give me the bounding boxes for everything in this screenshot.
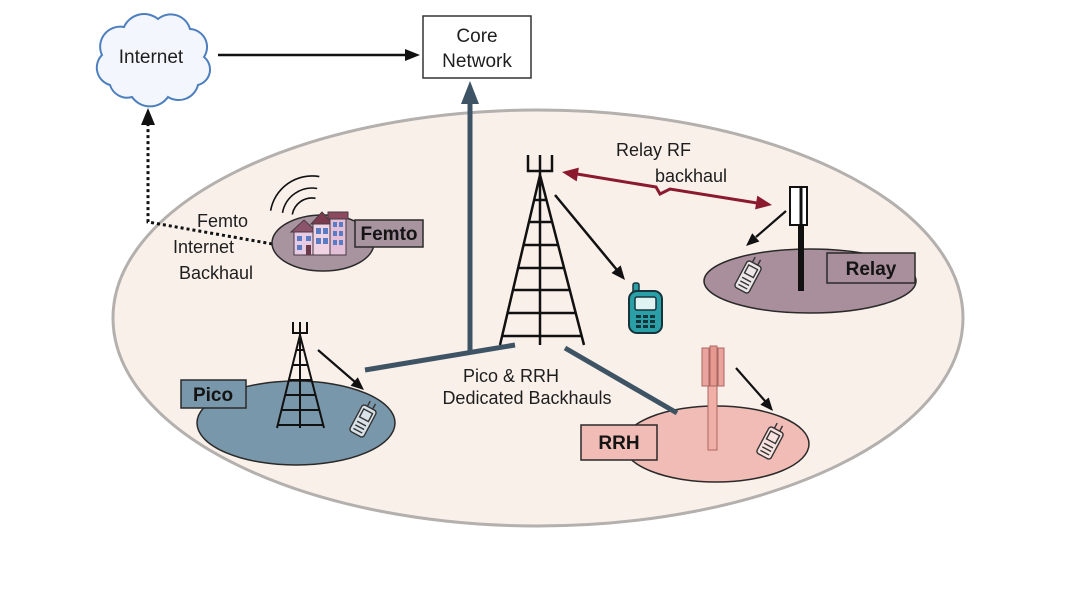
relay-backhaul-label-line2: backhaul [655,166,727,186]
pico-label: Pico [193,385,233,406]
handset-icon [756,422,784,460]
rrh-to-handset-arrow [735,367,766,402]
rrh-label-box [580,424,658,461]
internet-label: Internet [119,47,184,68]
signal-arc-middle [281,187,318,213]
pico-to-handset-arrowhead [350,377,364,390]
handset-antenna [773,422,778,429]
pico-backhaul-line [364,342,516,373]
rrh-to-handset-arrowhead [760,397,773,411]
internet-node: Internet [95,13,211,108]
relay-antenna-icon [789,186,808,291]
relay-rf-backhaul-line [576,172,758,205]
handset-icon [734,256,762,294]
signal-arc-outer [269,175,320,211]
macro-tower-legs [498,174,586,346]
femto-internet-backhaul-arrowhead [141,108,155,125]
handset-antenna [757,259,762,266]
handset-body [349,404,377,438]
handset-body [756,426,784,460]
core-network-label-line1: Core [456,26,497,47]
core-network-box [422,15,532,79]
house-wall-right [329,217,347,256]
handset-screen [634,296,657,311]
rrh-antenna-panel [709,345,718,387]
house-door [306,245,311,255]
relay-rf-backhaul-arrowhead-start [562,167,579,182]
handset-screen [765,429,781,445]
handset-antenna [751,256,756,263]
handset-screen [743,263,759,279]
pico-to-handset-arrow [317,349,356,383]
handset-keypad [738,276,752,290]
pico-tower-antenna [292,322,308,335]
rrh-label: RRH [598,433,639,454]
handset-keypad [353,420,367,434]
internet-to-core-arrowhead [405,49,420,61]
house-roof-right [327,211,349,220]
relay-label: Relay [846,259,897,280]
pico-label-box [180,379,247,409]
rrh-antenna-panel [701,347,710,387]
relay-to-handset-arrow [755,210,787,238]
femto-label-box [354,219,424,248]
pico-tower-rungs [278,349,323,426]
rrh-antenna-pole [707,383,718,451]
dedicated-backhaul-label-line2: Dedicated Backhauls [442,388,611,408]
macro-coverage-area [111,108,965,528]
relay-antenna-panel [789,186,808,226]
macro-tower-rungs [502,198,582,338]
rrh-antenna-panel [717,347,725,387]
relay-backhaul-label-line1: Relay RF [616,140,691,160]
house-roof-left [289,219,319,233]
handset-screen [358,407,374,423]
handset-antenna [372,403,377,410]
signal-arc-inner [291,197,316,215]
dedicated-backhaul-label-line1: Pico & RRH [463,366,559,386]
house-wall-middle [312,222,332,256]
relay-rf-backhaul-arrowhead-end [755,195,772,210]
handset-body [734,260,762,294]
house-icon [289,211,349,256]
femto-label: Femto [361,224,418,245]
handset-keypad [636,315,655,328]
macro-tower-icon [498,155,586,346]
cloud-icon [95,13,211,108]
macro-to-handset-arrow [554,194,618,271]
macro-tower-antenna [526,155,554,175]
core-network-node: Core Network [422,15,532,79]
macro-to-handset-arrowhead [611,265,625,280]
femto-backhaul-label-line1: Femto [197,211,248,231]
handset-icon [628,282,663,334]
pico-tower-icon [276,322,325,429]
relay-to-handset-arrowhead [746,233,760,246]
femto-internet-backhaul-line [146,124,285,248]
femto-backhaul-label-line3: Backhaul [179,263,253,283]
rrh-backhaul-line [563,345,679,416]
core-network-label-line2: Network [442,51,512,72]
handset-antenna [366,400,371,407]
house-windows [297,222,343,250]
femto-backhaul-label-line2: Internet [173,237,234,257]
wireless-signal-icon [269,175,320,215]
core-backhaul-arrowhead [461,81,479,104]
rrh-antenna-icon [701,345,725,451]
handset-keypad [760,442,774,456]
handset-icon [349,400,377,438]
handset-antenna [779,425,784,432]
relay-label-box [826,252,916,284]
